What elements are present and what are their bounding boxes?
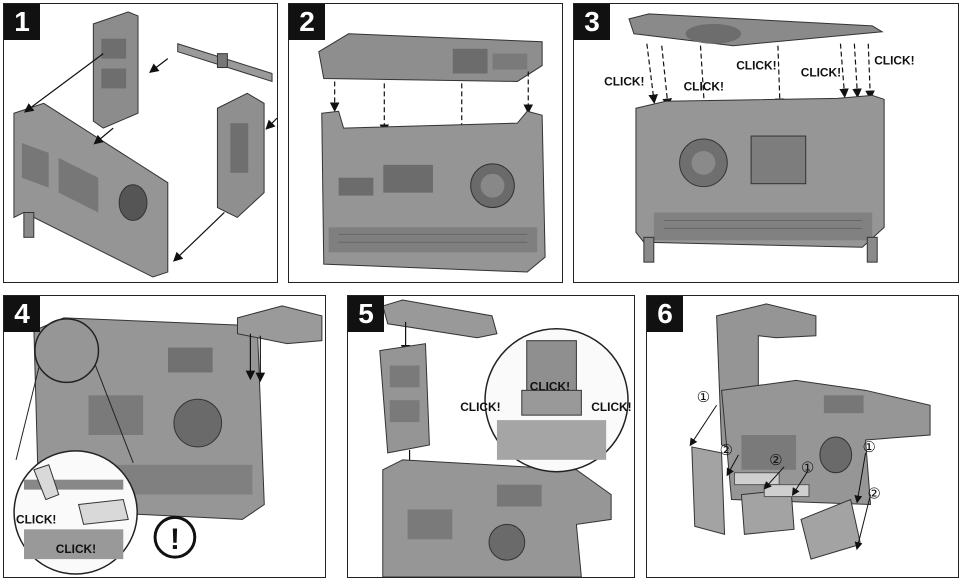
step-marker-2: ② [720, 441, 733, 459]
strap-part [177, 43, 273, 83]
step-marker-2: ② [769, 451, 782, 469]
chimney-part [379, 343, 430, 454]
front-wall-part [13, 102, 169, 278]
warning-icon: ! [153, 515, 197, 559]
step-4-illustration: CLICK! CLICK! ! [13, 305, 323, 575]
removable-panels [691, 446, 862, 560]
side-tray-part [236, 305, 323, 345]
click-label: CLICK! [736, 59, 776, 73]
step-6-illustration: ① ② ② ① ① ② [689, 303, 931, 560]
step-4-panel: 4 CLICK! CLICK! ! [3, 295, 326, 578]
step-number: 6 [647, 296, 683, 332]
click-label: CLICK! [874, 54, 914, 68]
assembled-box [635, 94, 885, 263]
chimney-cap-part [382, 299, 498, 339]
step-number: 4 [4, 296, 40, 332]
box-with-tray [382, 459, 612, 577]
click-label: CLICK! [16, 512, 56, 526]
step-number: 3 [574, 4, 610, 40]
box-body-part [321, 110, 546, 273]
warning-symbol: ! [170, 523, 180, 556]
zoom-detail [484, 328, 629, 473]
click-label: CLICK! [801, 65, 841, 79]
roof-part [318, 33, 543, 82]
step-1-illustration [13, 11, 277, 278]
step-1-panel: 1 [3, 3, 278, 283]
click-label: CLICK! [530, 379, 570, 393]
step-3-panel: 3 CLICK! CLICK! CLICK! CLICK! CLICK! [573, 3, 959, 283]
click-label: CLICK! [56, 542, 96, 556]
step-3-illustration: CLICK! CLICK! CLICK! CLICK! CLICK! [604, 13, 915, 263]
step-2-illustration [318, 33, 546, 273]
step-marker-1: ① [801, 459, 814, 477]
step-6-panel: 6 ① ② ② ① ① ② [646, 295, 959, 578]
side-wall-part [216, 92, 265, 219]
step-number: 2 [289, 4, 325, 40]
zoom-detail [13, 450, 138, 575]
click-label: CLICK! [604, 74, 644, 88]
roof-part [628, 13, 884, 47]
step-2-panel: 2 [288, 3, 563, 283]
step-5-illustration: CLICK! CLICK! CLICK! [379, 299, 632, 577]
click-label: CLICK! [591, 400, 631, 414]
click-label: CLICK! [684, 79, 724, 93]
step-marker-1: ① [863, 438, 876, 456]
click-label: CLICK! [460, 400, 500, 414]
step-number: 5 [348, 296, 384, 332]
step-number: 1 [4, 4, 40, 40]
step-marker-2: ② [868, 485, 881, 503]
step-5-panel: 5 CLICK! CLICK! CLICK! [347, 295, 635, 578]
step-marker-1: ① [697, 388, 710, 406]
back-wall-part [92, 11, 139, 129]
